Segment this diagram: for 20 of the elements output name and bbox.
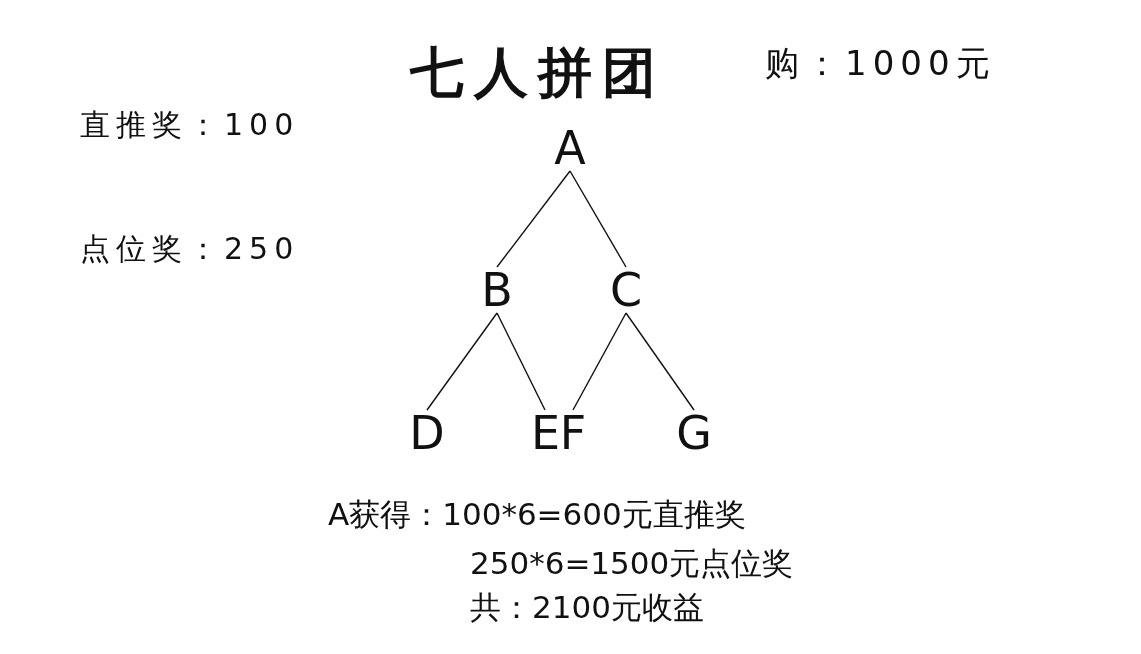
tree-node-letter: D — [409, 410, 445, 456]
connector-line — [625, 312, 695, 411]
tree-node-letter: B — [479, 267, 515, 313]
tree-node-letter: G — [674, 410, 714, 456]
tree-node-letter: C — [608, 267, 644, 313]
calculation-text: A获得：100*6=600元直推奖 — [328, 497, 746, 533]
connector-line — [496, 170, 571, 268]
calculation-text: 250*6=1500元点位奖 — [470, 546, 794, 582]
tree-node-letter: E — [531, 410, 559, 456]
note-text: 点位奖：250 — [80, 232, 300, 267]
connector-line — [572, 312, 627, 411]
tree-node-letter: F — [559, 410, 587, 456]
connector-line — [496, 312, 546, 411]
tree-node-letter: A — [552, 125, 588, 171]
note-text: 购：1000元 — [765, 44, 996, 84]
connector-line — [426, 312, 498, 411]
title: 七人拼团 — [410, 42, 666, 105]
connector-line — [569, 170, 627, 268]
calculation-text: 共：2100元收益 — [470, 590, 704, 626]
note-text: 直推奖：100 — [80, 108, 300, 143]
